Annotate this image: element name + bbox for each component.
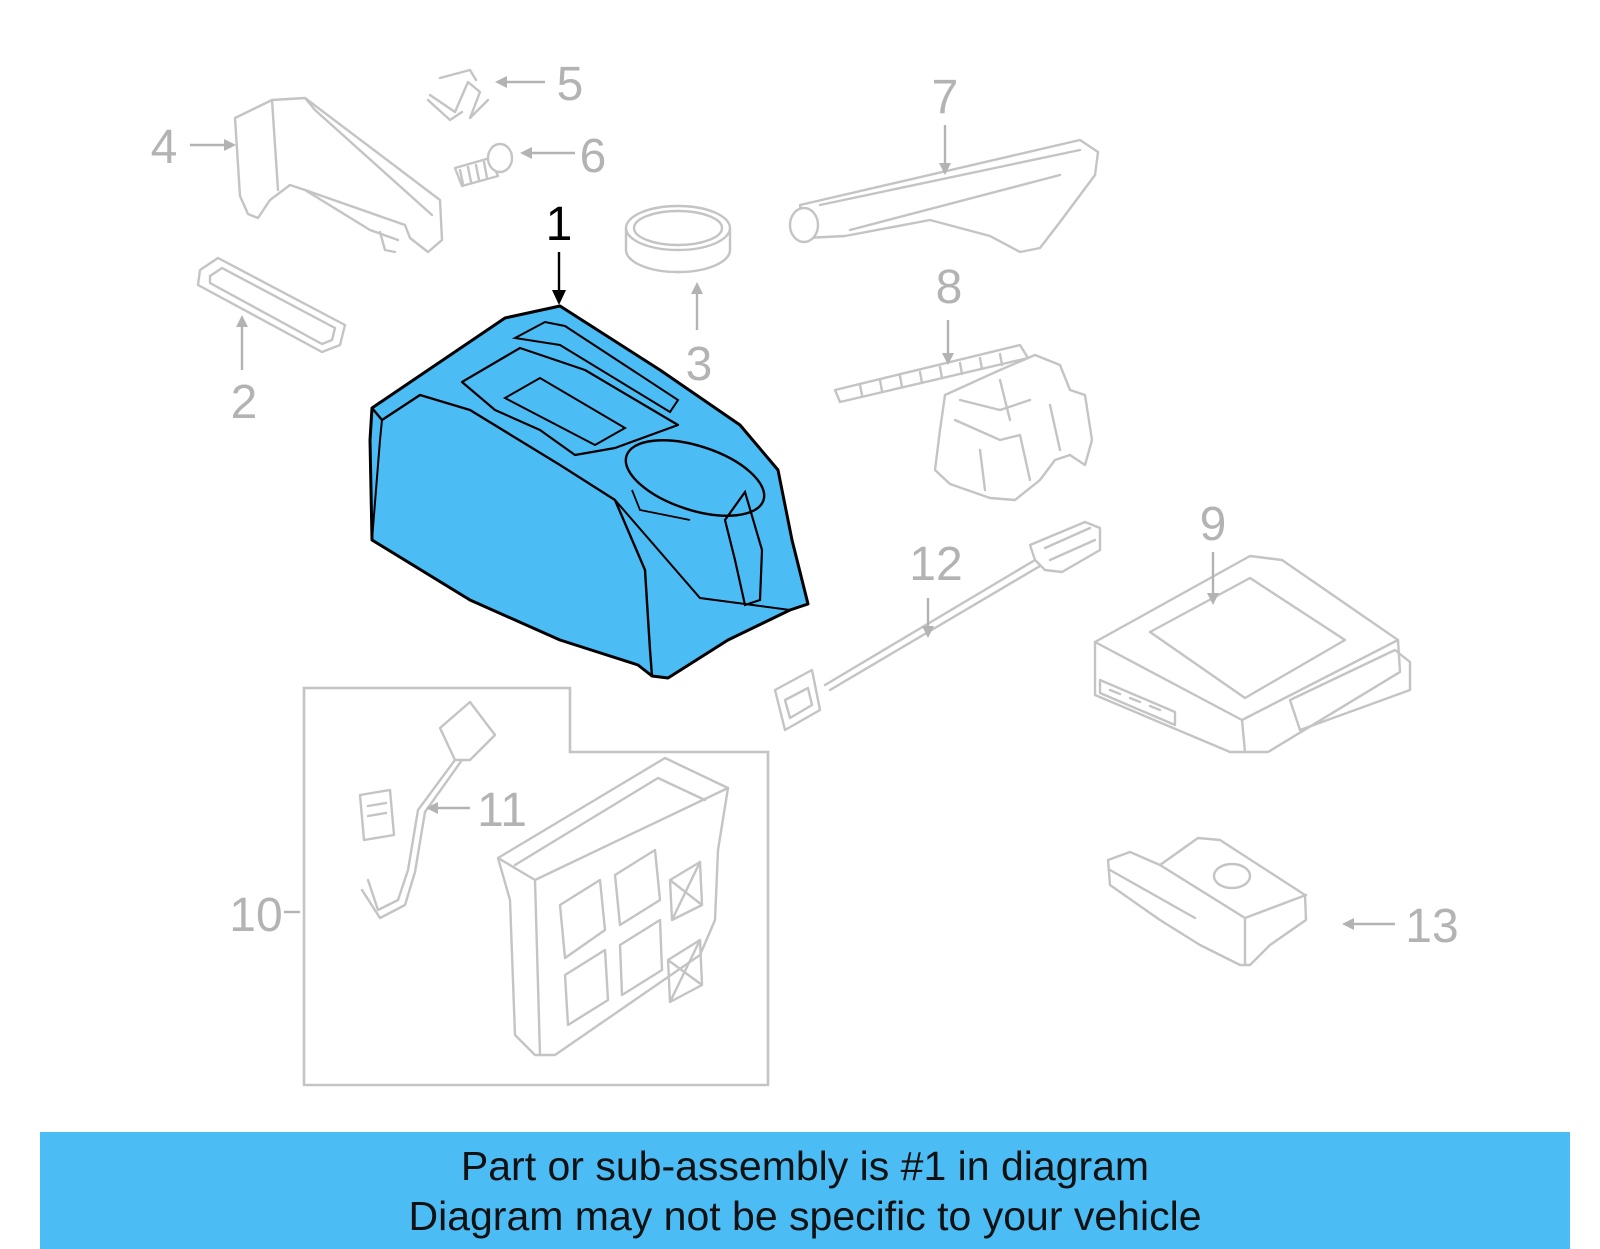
part-9-control-module[interactable] [1093,554,1412,754]
callout-6: 6 [580,130,607,183]
callout-1: 1 [546,198,573,251]
callout-2: 2 [231,376,258,429]
part-7-handle[interactable] [788,138,1100,254]
part-10-console-insert[interactable] [496,756,730,1057]
part-10-group-box [302,686,770,1087]
callout-7: 7 [932,71,959,124]
part-11-small-harness[interactable] [358,700,497,920]
part-13-switch[interactable] [1106,836,1308,967]
callout-10: 10 [229,889,282,942]
banner-part-note: Part or sub-assembly is #1 in diagram [460,1142,1150,1189]
callout-5: 5 [557,58,584,111]
callout-4: 4 [151,121,178,174]
part-12-wire-harness[interactable] [773,520,1102,732]
leader-lines [190,76,1395,930]
part-3-cap[interactable] [624,204,732,274]
part-8-shifter-mechanism[interactable] [833,343,1094,502]
part-5-clip[interactable] [426,68,490,122]
callout-8: 8 [936,261,963,314]
info-banner: Part or sub-assembly is #1 in diagram Di… [40,1132,1570,1249]
callout-11: 11 [477,784,527,837]
callout-12: 12 [909,538,962,591]
part-4-bracket[interactable] [233,96,444,254]
callout-3: 3 [686,338,713,391]
part-6-screw[interactable] [453,142,514,188]
callout-9: 9 [1200,498,1227,551]
callout-13: 13 [1405,900,1458,953]
part-1-center-console[interactable] [368,304,810,680]
part-2-trim-plate[interactable] [196,256,347,354]
banner-disclaimer: Diagram may not be specific to your vehi… [408,1192,1202,1239]
